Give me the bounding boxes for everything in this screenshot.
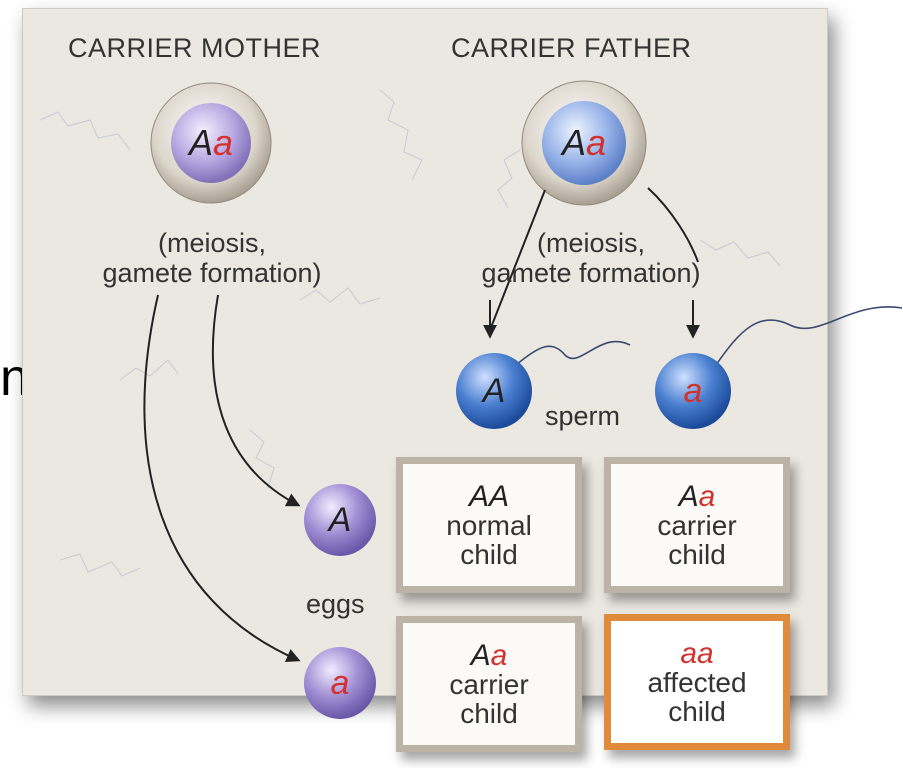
sperm-tail-A [515, 340, 631, 366]
father-line-left [489, 189, 546, 331]
cell-Aa-carrier-top: Aa carrier child [604, 457, 790, 593]
sperm-a-head [655, 353, 731, 429]
egg-A [304, 484, 376, 556]
cell-Aa-carrier-bottom: Aa carrier child [396, 616, 582, 752]
father-caption: CARRIER FATHER [451, 33, 692, 63]
eggs-label: eggs [306, 589, 365, 619]
sperm-A-head [456, 353, 532, 429]
arrow-to-egg-a [143, 294, 301, 662]
mother-caption: CARRIER MOTHER [68, 33, 322, 63]
mother-meiosis-label: (meiosis,gamete formation) [102, 228, 322, 288]
sperm-a-allele: a [683, 371, 703, 410]
arrow-to-egg-A [211, 294, 301, 507]
sperm-A-allele: A [482, 371, 506, 410]
egg-a [304, 647, 376, 719]
egg-a-allele: a [330, 663, 350, 702]
egg-A-allele: A [328, 500, 352, 539]
father-cell [521, 80, 647, 206]
father-meiosis-label: (meiosis,gamete formation) [481, 228, 701, 288]
sperm-tail-a [715, 306, 903, 366]
cell-aa-affected: aa affected child [604, 614, 790, 750]
sperm-label: sperm [545, 401, 621, 431]
father-line-right [647, 187, 699, 263]
crackle-texture [39, 89, 781, 577]
cell-AA-normal: AA normal child [396, 457, 582, 593]
mother-cell [150, 82, 272, 204]
